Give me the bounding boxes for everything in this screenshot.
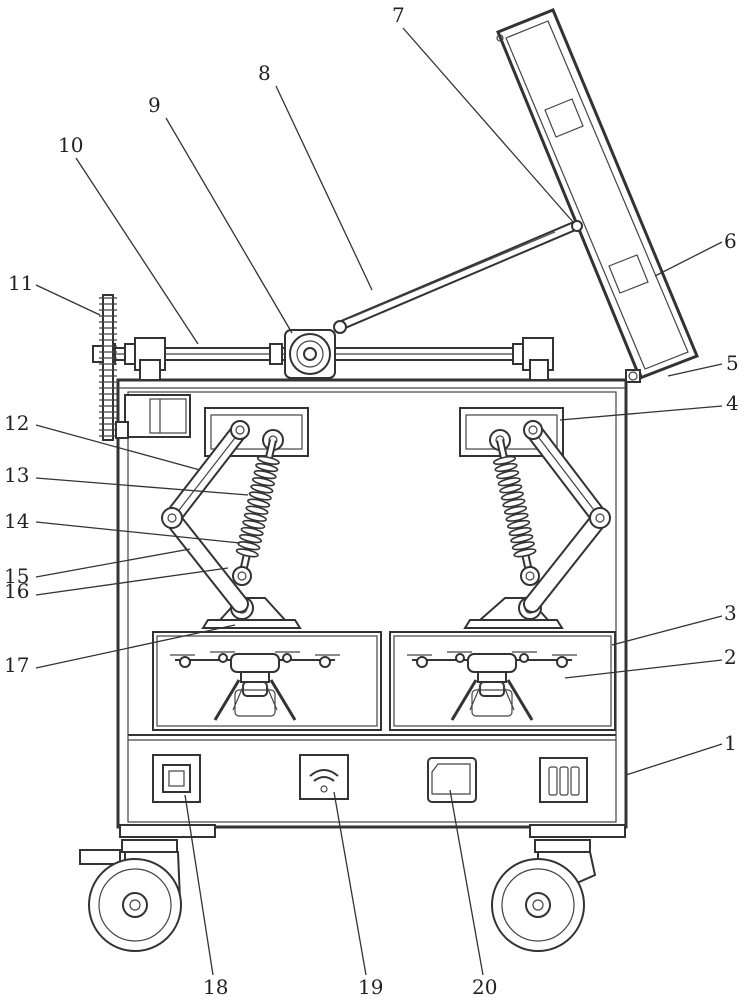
wifi-icon [299,754,349,800]
callout-12: 12 [4,411,29,435]
leader-lines [35,27,723,976]
lid-panel [496,8,699,382]
callout-17: 17 [4,653,29,677]
callout-4: 4 [726,391,739,415]
callout-1: 1 [724,731,737,755]
callout-6: 6 [724,229,737,253]
callout-labels: 7 8 9 10 11 6 5 4 12 13 14 15 16 3 2 17 … [4,3,739,999]
linkage-right [523,420,611,613]
drone-icon [407,651,577,721]
slider-pulley [269,329,336,379]
linkage-left [161,420,250,613]
callout-19: 19 [358,975,383,999]
callout-18: 18 [203,975,228,999]
gear-icon [99,294,129,441]
callout-5: 5 [726,351,739,375]
callout-9: 9 [148,93,161,117]
spring-icon [489,429,540,586]
callout-13: 13 [4,463,29,487]
callout-11: 11 [8,271,33,295]
callout-2: 2 [724,645,737,669]
callout-14: 14 [4,509,29,533]
callout-16: 16 [4,579,29,603]
support-rod [333,220,583,334]
caster-wheel-icon [491,839,597,952]
screen-icon [427,757,477,803]
callout-15: 15 [4,564,29,588]
callout-10: 10 [58,133,83,157]
lid-hinge [625,369,641,383]
spring-icon [232,429,284,586]
chip-icon [152,754,201,803]
callout-8: 8 [258,61,271,85]
caster-wheel-icon [79,839,182,952]
callout-3: 3 [724,601,737,625]
callout-20: 20 [472,975,497,999]
motor-block [124,394,191,438]
callout-7: 7 [392,3,405,27]
drone-icon [170,651,340,721]
battery-icon [539,757,588,803]
